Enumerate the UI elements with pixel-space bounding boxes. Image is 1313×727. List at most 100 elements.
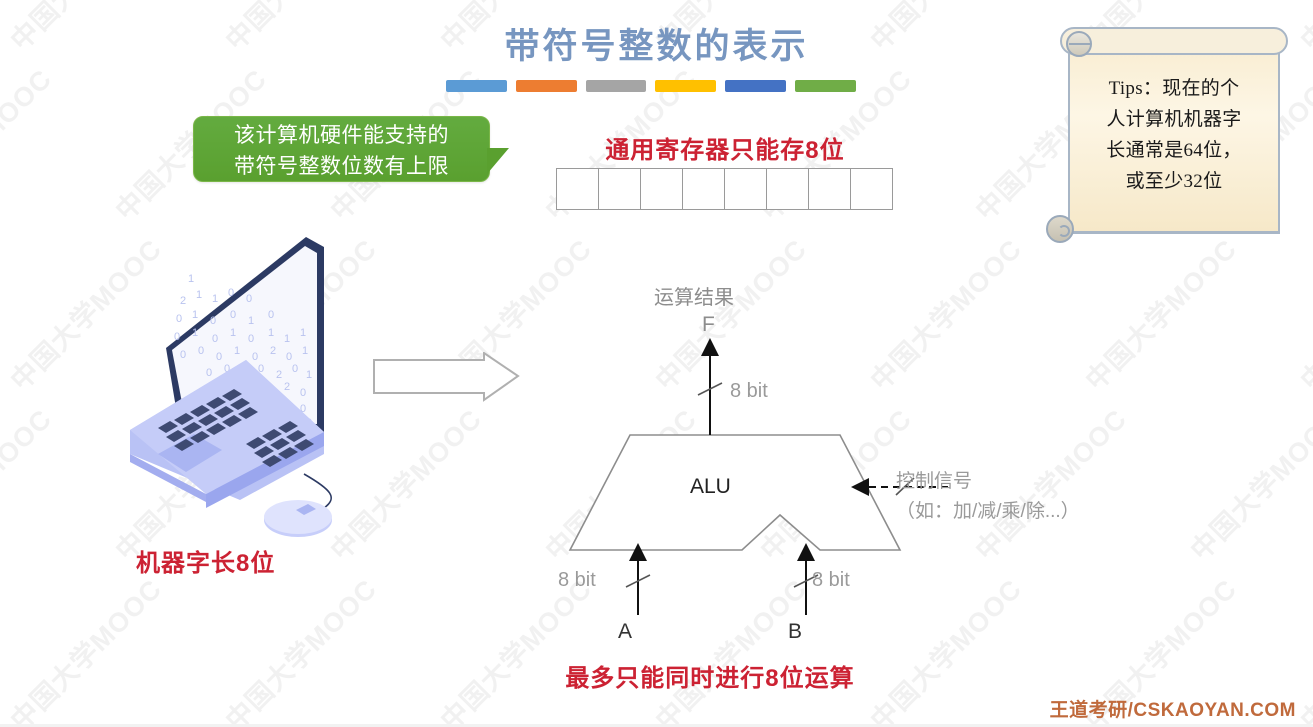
- register-cell: [767, 169, 809, 209]
- register-cell: [809, 169, 851, 209]
- svg-text:1: 1: [188, 273, 194, 285]
- alu-input-a-slash: [625, 574, 651, 588]
- alu-diagram: 运算结果 F 8 bit ALU 控制信号 （如：加/减/乘/除...） 8 bi…: [530, 275, 1090, 675]
- scroll-curl-top-left-icon: [1066, 31, 1092, 57]
- title-accent-bar-1: [446, 80, 507, 92]
- alu-result-label: 运算结果: [654, 287, 734, 309]
- svg-text:0: 0: [224, 363, 230, 375]
- register-cell: [641, 169, 683, 209]
- svg-text:0: 0: [212, 333, 218, 345]
- register-cell: [851, 169, 892, 209]
- tips-text: Tips：现在的个 人计算机机器字 长通常是64位， 或至少32位: [1106, 78, 1242, 192]
- title-accent-bar-2: [515, 80, 577, 92]
- title-accent-bars: [446, 80, 856, 93]
- watermark-text: 中国大学MOOC: [0, 403, 58, 567]
- svg-text:1: 1: [230, 327, 236, 339]
- alu-input-a-label: A: [618, 620, 633, 643]
- svg-text:0: 0: [228, 287, 234, 299]
- alu-output-width-label: 8 bit: [730, 380, 768, 402]
- alu-name-label: ALU: [690, 475, 731, 498]
- scroll-curl-bottom-left-icon: [1046, 215, 1074, 243]
- scroll-top-roll: [1060, 27, 1288, 55]
- alu-output-slash: [697, 382, 723, 396]
- register-cell: [725, 169, 767, 209]
- alu-input-a-width-label: 8 bit: [558, 569, 596, 591]
- flow-arrow-svg: [373, 351, 520, 402]
- footer-branding: 王道考研/CSKAOYAN.COM: [1049, 700, 1296, 721]
- watermark-text: 中国大学MOOC: [1184, 403, 1313, 567]
- alu-control-title: 控制信号: [896, 471, 973, 492]
- svg-text:0: 0: [252, 351, 258, 363]
- svg-text:2: 2: [180, 295, 186, 307]
- svg-text:0: 0: [210, 315, 216, 327]
- flow-arrow-right-icon: [372, 351, 522, 422]
- alu-input-b-width-label: 8 bit: [812, 569, 850, 591]
- svg-text:1: 1: [234, 345, 240, 357]
- svg-text:2: 2: [284, 381, 290, 393]
- svg-text:0: 0: [174, 331, 180, 343]
- svg-text:1: 1: [268, 327, 274, 339]
- svg-text:1: 1: [196, 289, 202, 301]
- mouse-button: [296, 504, 316, 515]
- svg-text:1: 1: [192, 327, 198, 339]
- alu-result-signal-label: F: [702, 313, 715, 336]
- title-accent-bar-3: [585, 80, 647, 92]
- svg-text:0: 0: [292, 363, 298, 375]
- laptop-trackpad: [158, 434, 222, 472]
- alu-control-label: 控制信号 （如：加/减/乘/除...）: [896, 467, 1080, 527]
- svg-text:0: 0: [258, 363, 264, 375]
- callout-text: 该计算机硬件能支持的 带符号整数位数有上限: [234, 123, 449, 178]
- scroll-paper: [1068, 37, 1280, 233]
- title-accent-bar-5: [725, 80, 787, 92]
- svg-text:0: 0: [248, 333, 254, 345]
- watermark-text: 中国大学MOOC: [0, 63, 58, 227]
- callout-tail: [487, 148, 509, 174]
- svg-text:0: 0: [286, 351, 292, 363]
- machine-word-length-label: 机器字长8位: [136, 550, 276, 577]
- svg-text:1: 1: [302, 345, 308, 357]
- register-cell: [683, 169, 725, 209]
- svg-text:0: 0: [268, 309, 274, 321]
- svg-text:1: 1: [306, 369, 312, 381]
- watermark-text: 中国大学MOOC: [1294, 233, 1313, 397]
- mouse-top: [264, 500, 332, 534]
- svg-text:0: 0: [176, 313, 182, 325]
- page-title-text: 带符号整数的表示: [504, 27, 809, 66]
- svg-text:2: 2: [276, 369, 282, 381]
- svg-text:1: 1: [248, 315, 254, 327]
- alu-control-slash: [895, 477, 915, 496]
- register-cell: [557, 169, 599, 209]
- svg-text:1: 1: [300, 327, 306, 339]
- bottom-divider: [0, 724, 1313, 727]
- title-accent-bar-4: [655, 80, 717, 92]
- laptop-keyboard: [158, 389, 314, 467]
- watermark-text: 中国大学MOOC: [1079, 233, 1243, 397]
- register-cells: [556, 168, 893, 210]
- alu-control-examples: （如：加/减/乘/除...）: [896, 501, 1080, 522]
- svg-text:0: 0: [246, 293, 252, 305]
- svg-text:0: 0: [180, 349, 186, 361]
- svg-text:0: 0: [300, 403, 306, 415]
- laptop-screen-panel: [172, 246, 317, 424]
- title-accent-bar-6: [795, 80, 856, 92]
- alu-svg: [568, 338, 948, 615]
- alu-input-b-slash: [793, 574, 819, 588]
- alu-caption: 最多只能同时进行8位运算: [565, 665, 855, 692]
- scroll-bottom-edge: [1068, 231, 1280, 234]
- svg-text:0: 0: [198, 345, 204, 357]
- svg-text:1: 1: [192, 309, 198, 321]
- register-cell: [599, 169, 641, 209]
- svg-text:0: 0: [300, 387, 306, 399]
- svg-text:1: 1: [212, 293, 218, 305]
- laptop-base-edge: [130, 454, 206, 502]
- register-label: 通用寄存器只能存8位: [605, 137, 845, 164]
- page-title: 带符号整数的表示: [0, 18, 1313, 69]
- alu-input-b-label: B: [788, 620, 803, 643]
- tips-scroll-note: Tips：现在的个 人计算机机器字 长通常是64位， 或至少32位: [1046, 25, 1288, 243]
- alu-shape: [568, 434, 902, 551]
- mouse-cable: [303, 473, 332, 509]
- svg-text:2: 2: [270, 345, 276, 357]
